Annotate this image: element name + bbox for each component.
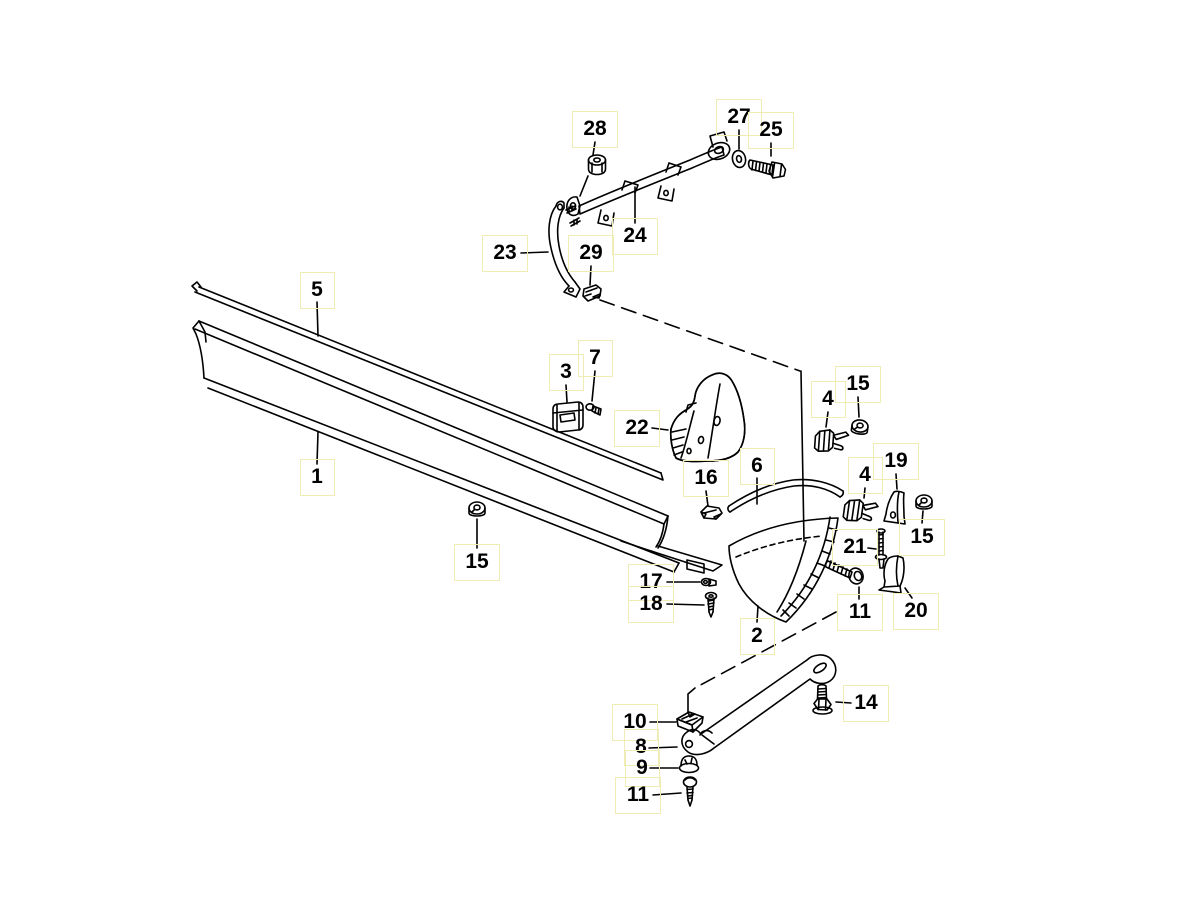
part-label-27[interactable]: 27: [716, 98, 762, 136]
part-label-1[interactable]: 1: [299, 458, 335, 496]
part-14-bolt: [812, 683, 833, 715]
part-label-3[interactable]: 3: [548, 353, 584, 391]
label-leader-line: [651, 427, 669, 431]
part-label-23[interactable]: 23: [482, 234, 528, 272]
label-leader-line: [592, 141, 596, 156]
part-label-20[interactable]: 20: [893, 592, 939, 630]
part-label-22[interactable]: 22: [614, 409, 660, 447]
part-label-16[interactable]: 16: [683, 459, 729, 497]
alignment-guide-line: [599, 299, 801, 372]
part-29-clip: [582, 284, 602, 302]
part-28-nut: [587, 154, 607, 176]
alignment-guide-line: [687, 687, 696, 714]
alignment-guide-line: [694, 611, 837, 689]
part-label-29[interactable]: 29: [568, 234, 614, 272]
part-8-strut-highlighted: [681, 654, 837, 756]
part-27-washer: [731, 149, 747, 169]
part-22-pad: [669, 372, 746, 463]
label-leader-line: [867, 547, 877, 550]
part-label-25[interactable]: 25: [748, 111, 794, 149]
part-label-7[interactable]: 7: [577, 339, 613, 377]
part-label-15a[interactable]: 15: [835, 365, 881, 403]
part-label-18[interactable]: 18: [628, 585, 674, 623]
part-10-clip-nut: [676, 711, 704, 733]
part-19-bracket: [883, 490, 906, 525]
part-5-trim-strip: [191, 281, 664, 481]
part-4-clamp-lower: [841, 497, 880, 526]
part-11-screw-right: [824, 560, 864, 585]
part-25-bolt: [747, 159, 787, 179]
label-leader-line: [756, 605, 759, 623]
label-leader-line: [652, 792, 682, 796]
part-label-24[interactable]: 24: [612, 217, 658, 255]
part-20-bracket: [878, 555, 905, 594]
part-2-end-cover: [728, 516, 839, 623]
part-label-2[interactable]: 2: [739, 617, 775, 655]
part-4-clamp-upper: [813, 428, 850, 455]
part-11-screw-bottom: [682, 776, 698, 807]
part-label-15b[interactable]: 15: [899, 518, 945, 556]
part-15-grommet-b: [915, 494, 933, 510]
part-label-6[interactable]: 6: [739, 447, 775, 485]
part-label-5[interactable]: 5: [299, 271, 335, 309]
part-23-bracket: [548, 200, 581, 298]
part-18-screw: [704, 591, 718, 618]
label-leader-line: [648, 746, 678, 749]
part-label-4b[interactable]: 4: [847, 456, 883, 494]
label-leader-line: [825, 411, 829, 428]
label-leader-line: [705, 490, 709, 507]
part-label-17[interactable]: 17: [628, 563, 674, 601]
alignment-guide-line: [800, 370, 805, 542]
part-17-rivet: [700, 577, 717, 587]
label-leader-line: [857, 396, 860, 418]
part-3-clip: [552, 401, 584, 433]
part-21-pin: [874, 528, 888, 569]
label-leader-line: [565, 384, 568, 403]
part-16-clip: [700, 505, 723, 520]
part-9-grommet: [678, 755, 700, 774]
part-label-11a[interactable]: 11: [837, 593, 883, 631]
part-label-19[interactable]: 19: [873, 442, 919, 480]
part-label-28[interactable]: 28: [572, 110, 618, 148]
part-6-tube: [727, 478, 845, 513]
part-15-grommet-c: [468, 501, 486, 517]
label-leader-line: [895, 473, 898, 490]
part-label-10[interactable]: 10: [612, 703, 658, 741]
part-label-9[interactable]: 9: [624, 749, 660, 787]
alignment-guide-line: [579, 175, 589, 197]
part-1-sill-panel: [192, 320, 723, 574]
part-15-grommet-a: [850, 418, 870, 436]
part-label-21[interactable]: 21: [832, 528, 878, 566]
part-label-15c[interactable]: 15: [454, 543, 500, 581]
label-leader-line: [921, 510, 924, 524]
part-label-14[interactable]: 14: [843, 684, 889, 722]
part-label-4a[interactable]: 4: [810, 380, 846, 418]
label-leader-line: [589, 265, 592, 286]
part-label-8[interactable]: 8: [623, 728, 659, 766]
part-7-screw: [585, 402, 602, 416]
part-label-11b[interactable]: 11: [615, 776, 661, 814]
label-leader-line: [520, 251, 549, 254]
